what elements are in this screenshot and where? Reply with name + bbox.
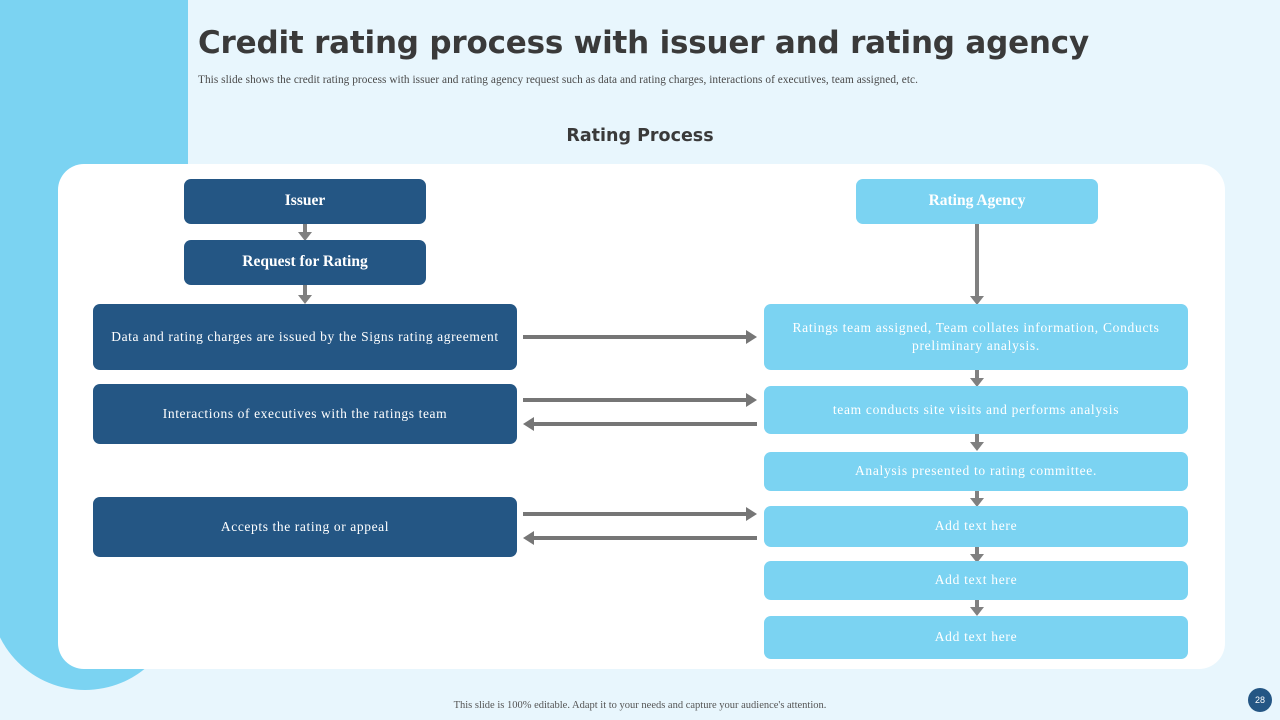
- arrow-accepts-to-add-text: [523, 507, 757, 521]
- agency-step-add-text-1[interactable]: Add text here: [764, 506, 1188, 547]
- issuer-step-data-and-rating-charges[interactable]: Data and rating charges are issued by th…: [93, 304, 517, 370]
- arrow-add-text-to-accepts: [523, 531, 757, 545]
- issuer-step-request-for-rating[interactable]: Request for Rating: [184, 240, 426, 285]
- agency-step-site-visits[interactable]: team conducts site visits and performs a…: [764, 386, 1188, 434]
- arrow-site-visits-to-interactions: [523, 417, 757, 431]
- agency-step-add-text-3[interactable]: Add text here: [764, 616, 1188, 659]
- issuer-step-interactions-of-executives[interactable]: Interactions of executives with the rati…: [93, 384, 517, 444]
- section-heading: Rating Process: [566, 126, 714, 146]
- arrow-interactions-to-site-visits: [523, 393, 757, 407]
- arrow-add-text-2-to-3: [970, 600, 984, 616]
- arrow-ratings-team-to-site-visits: [970, 370, 984, 387]
- page-number-badge: 28: [1248, 688, 1272, 712]
- arrow-site-visits-to-analysis: [970, 434, 984, 451]
- agency-header-box[interactable]: Rating Agency: [856, 179, 1098, 224]
- page-subtitle: This slide shows the credit rating proce…: [198, 74, 918, 87]
- footer-note: This slide is 100% editable. Adapt it to…: [453, 700, 827, 711]
- issuer-step-accepts-the-rating[interactable]: Accepts the rating or appeal: [93, 497, 517, 557]
- slide-header: Credit rating process with issuer and ra…: [198, 26, 1258, 86]
- agency-step-ratings-team-assigned[interactable]: Ratings team assigned, Team collates inf…: [764, 304, 1188, 370]
- arrow-request-to-data: [298, 285, 312, 305]
- page-title: Credit rating process with issuer and ra…: [198, 25, 1089, 61]
- arrow-agency-to-ratings-team: [970, 224, 984, 306]
- agency-step-add-text-2[interactable]: Add text here: [764, 561, 1188, 600]
- arrow-issuer-to-request: [298, 224, 312, 241]
- arrow-data-to-ratings-team: [523, 330, 757, 344]
- issuer-header-box[interactable]: Issuer: [184, 179, 426, 224]
- arrow-add-text-1-to-2: [970, 547, 984, 563]
- agency-step-analysis-presented[interactable]: Analysis presented to rating committee.: [764, 452, 1188, 491]
- arrow-analysis-to-add-text-1: [970, 491, 984, 507]
